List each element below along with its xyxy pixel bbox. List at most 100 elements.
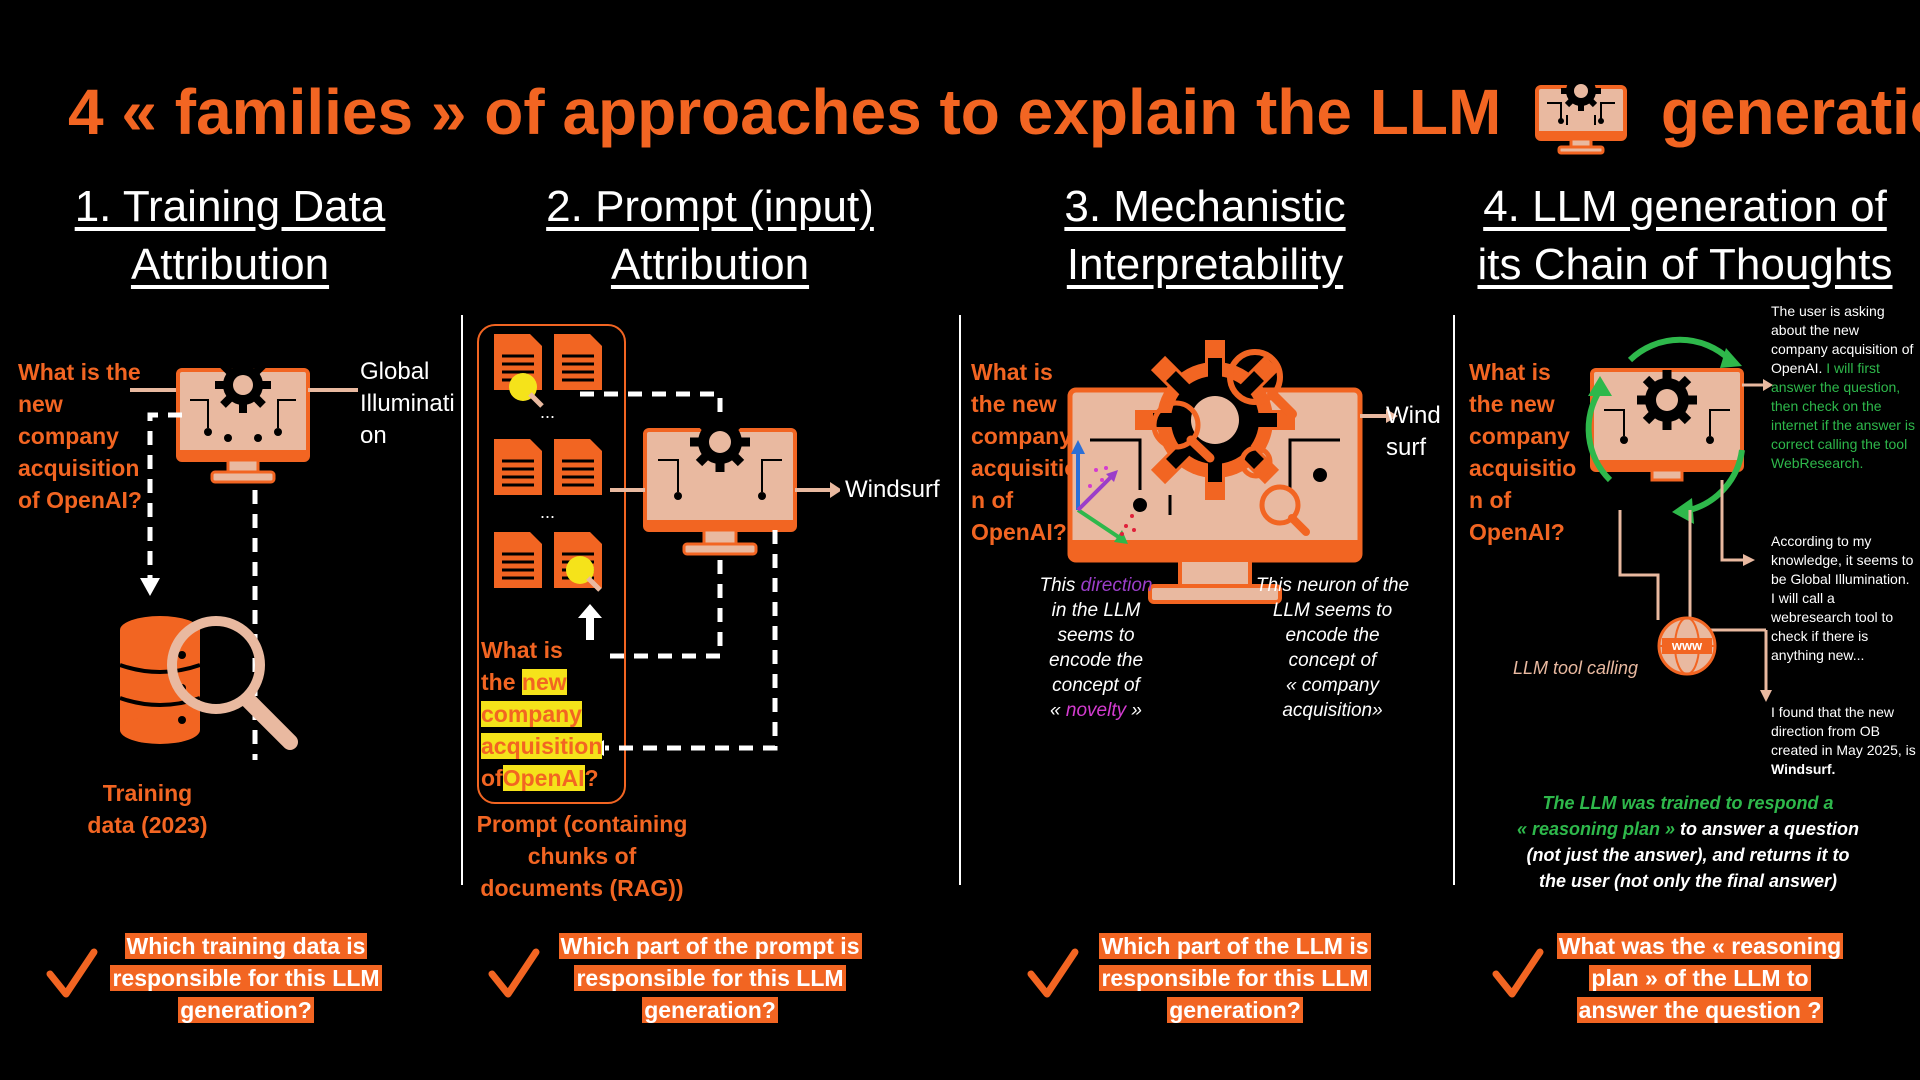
question-line: company (1469, 423, 1570, 449)
ellipsis-2: ... (540, 502, 556, 522)
column-4-bottom-question: What was the « reasoning plan » of the L… (1540, 930, 1860, 1026)
direction-word: direction (1080, 575, 1153, 596)
bottom-line: Which training data is (124, 933, 368, 959)
bottom-line: plan » of the LLM to (1589, 965, 1811, 991)
column-1-output: Global Illuminati on (360, 356, 460, 452)
tool-calling-label: LLM tool calling (1513, 658, 1639, 678)
note-line: in the LLM (1051, 600, 1141, 621)
bottom-line: Which part of the prompt is (558, 933, 862, 959)
question-line: OpenAI? (971, 519, 1067, 545)
column-3-diagram (1067, 340, 1398, 604)
caption-line: chunks of (527, 843, 637, 869)
note-line: concept of (1052, 675, 1140, 696)
column-2-caption: Prompt (containing chunks of documents (… (462, 808, 702, 904)
cot-step-1-text: The user is asking about the new company… (1771, 303, 1914, 376)
note-line: « company (1286, 675, 1379, 696)
computer-gear-icon (1535, 71, 1628, 155)
question-line: n of (971, 487, 1014, 513)
question-line: n of (1469, 487, 1512, 513)
question-line: OpenAI? (1469, 519, 1565, 545)
column-divider-1 (461, 315, 463, 885)
cot-step-1-plan: I will first answer the question, then c… (1771, 360, 1915, 471)
note-line: concept of (1288, 650, 1377, 671)
column-2-bottom-question: Which part of the prompt is responsible … (540, 930, 880, 1026)
www-label: www (1671, 638, 1703, 653)
check-icon (1027, 948, 1079, 998)
bottom-line: Which part of the LLM is (1099, 933, 1371, 959)
column-1-heading: 1. Training Data Attribution (40, 178, 420, 294)
column-3-bottom-question: Which part of the LLM is responsible for… (1080, 930, 1390, 1026)
note-line: encode the (1285, 625, 1380, 646)
prompt-container (477, 324, 626, 804)
summary-line: The LLM was trained to respond a (1542, 793, 1834, 813)
column-1-diagram (120, 357, 358, 760)
column-2-output: Windsurf (845, 476, 940, 503)
title-text-after: generation (1660, 76, 1920, 149)
question-line: the new (971, 391, 1057, 417)
output-line: surf (1386, 434, 1427, 461)
check-icon (1492, 948, 1544, 998)
column-2-heading: 2. Prompt (input) Attribution (500, 178, 920, 294)
novelty-word: novelty (1065, 700, 1127, 721)
note-line: This neuron of the (1255, 575, 1410, 596)
note-line: This direction (1039, 575, 1153, 596)
question-line: What is (971, 359, 1053, 385)
column-4-heading-line1: 4. LLM generation of (1483, 182, 1887, 231)
highlight-company: company (481, 701, 582, 727)
question-line: What is the (18, 359, 141, 385)
output-line: Wind (1386, 402, 1441, 429)
column-4-diagram (1585, 336, 1773, 702)
output-line: Illuminati (360, 390, 455, 417)
note-line: LLM seems to (1272, 600, 1393, 621)
column-divider-2 (959, 315, 961, 885)
caption-line: Prompt (containing (476, 811, 688, 837)
highlight-openai: OpenAI (502, 765, 585, 791)
column-3-heading-line1: 3. Mechanistic (1064, 182, 1346, 231)
summary-line: « reasoning plan » to answer a question (1516, 819, 1860, 839)
title-text-before: 4 « families » of approaches to explain … (68, 76, 1502, 149)
cot-step-1: The user is asking about the new company… (1771, 302, 1916, 473)
question-line: What is (1469, 359, 1551, 385)
bottom-line: generation? (1167, 997, 1303, 1023)
column-4-heading: 4. LLM generation of its Chain of Though… (1470, 178, 1900, 294)
bottom-line: What was the « reasoning (1556, 933, 1844, 959)
check-icon (46, 948, 98, 998)
column-2-diagram (580, 391, 840, 756)
output-line: Global (360, 358, 430, 385)
summary-line: the user (not only the final answer) (1538, 871, 1838, 891)
question-line: the new (481, 669, 567, 695)
question-line: ofOpenAI? (481, 765, 599, 791)
column-1-data-caption: Training data (2023) (60, 777, 235, 841)
column-4-question: What is the new company acquisitio n of … (1469, 356, 1579, 548)
column-1-question: What is the new company acquisition of O… (18, 356, 158, 516)
column-2-heading-line2: Attribution (610, 240, 810, 289)
column-divider-3 (1453, 315, 1455, 885)
column-4-summary: The LLM was trained to respond a « reaso… (1478, 790, 1898, 894)
highlight-new: new (521, 669, 567, 695)
question-line: new (18, 391, 63, 417)
caption-line: documents (RAG)) (480, 875, 684, 901)
column-2-question: What is the new company acquisition ofOp… (481, 634, 621, 794)
note-line: seems to (1057, 625, 1135, 646)
direction-note: This direction in the LLM seems to encod… (1030, 573, 1162, 723)
column-3-heading: 3. Mechanistic Interpretability (1000, 178, 1410, 294)
question-line: company (18, 423, 119, 449)
column-3-question: What is the new company acquisitio n of … (971, 356, 1081, 548)
cot-step-3-text: I found that the new direction from OB c… (1771, 704, 1916, 758)
highlight-acquisition: acquisition (481, 733, 603, 759)
cot-step-2: According to my knowledge, it seems to b… (1771, 533, 1914, 663)
slide-title: 4 « families » of approaches to explain … (68, 62, 1920, 157)
note-line: encode the (1048, 650, 1144, 671)
column-1-bottom-question: Which training data is responsible for t… (96, 930, 396, 1026)
column-2-documents (494, 334, 602, 592)
question-line: acquisitio (1469, 455, 1577, 481)
up-arrow-icon (578, 604, 602, 640)
check-icon (488, 948, 540, 998)
question-line: of OpenAI? (18, 487, 142, 513)
neuron-note: This neuron of the LLM seems to encode t… (1240, 573, 1425, 723)
question-line: company (971, 423, 1072, 449)
column-3-output: Wind surf (1386, 400, 1456, 464)
caption-line: data (2023) (87, 812, 208, 838)
note-line: acquisition» (1282, 700, 1383, 721)
